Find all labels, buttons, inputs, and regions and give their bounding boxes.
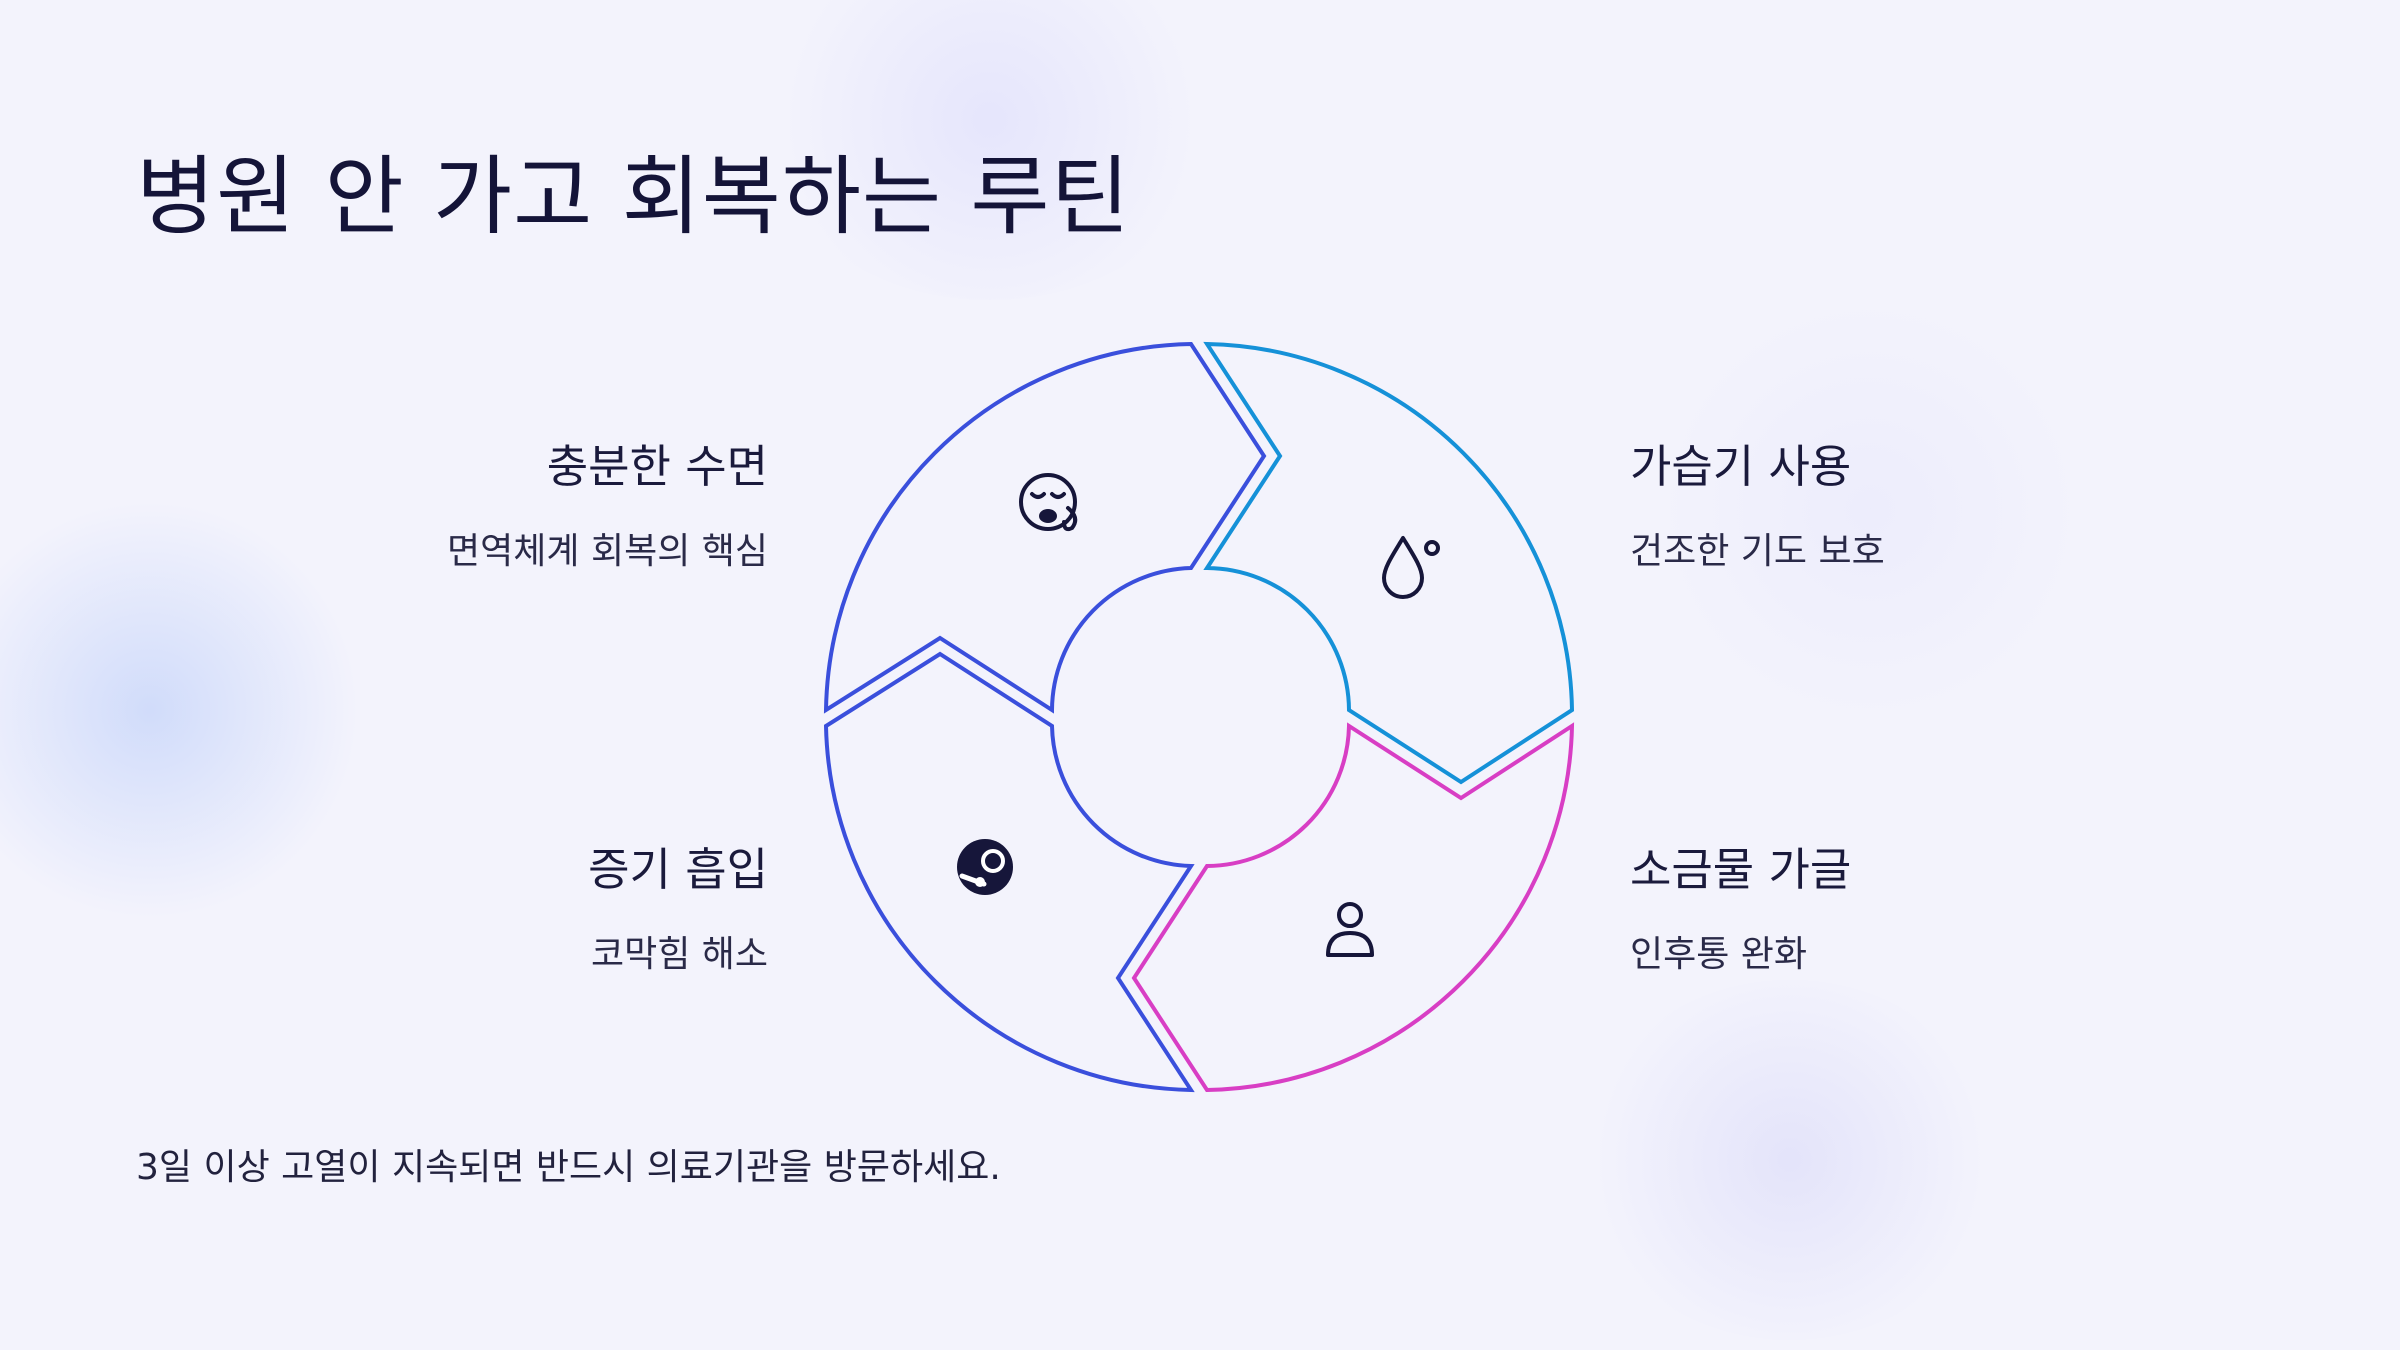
page-title: 병원 안 가고 회복하는 루틴 xyxy=(136,147,1131,247)
steam-icon xyxy=(957,839,1013,895)
person-icon xyxy=(1326,902,1374,957)
step-description: 면역체계 회복의 핵심 xyxy=(447,531,768,572)
step-description: 코막힘 해소 xyxy=(590,934,768,975)
step-heading: 소금물 가글 xyxy=(1630,843,1852,896)
step-sleep: 충분한 수면 면역체계 회복의 핵심 xyxy=(128,440,768,573)
step-humidifier: 가습기 사용 건조한 기도 보호 xyxy=(1630,440,2270,573)
segment-humidifier xyxy=(1203,341,1575,785)
water-drop-icon xyxy=(1382,536,1440,599)
step-gargle: 소금물 가글 인후통 완화 xyxy=(1630,843,2270,976)
step-description: 건조한 기도 보호 xyxy=(1630,531,1885,572)
step-description: 인후통 완화 xyxy=(1630,934,1808,975)
step-heading: 증기 흡입 xyxy=(588,843,768,896)
sleeping-face-icon xyxy=(1019,473,1078,532)
step-steam: 증기 흡입 코막힘 해소 xyxy=(128,843,768,976)
segment-sleep xyxy=(823,341,1267,714)
step-heading: 가습기 사용 xyxy=(1630,440,1852,493)
segment-gargle xyxy=(1131,722,1575,1093)
segment-steam xyxy=(823,651,1195,1093)
footer-note: 3일 이상 고열이 지속되면 반드시 의료기관을 방문하세요. xyxy=(136,1147,1001,1188)
step-heading: 충분한 수면 xyxy=(546,440,768,493)
